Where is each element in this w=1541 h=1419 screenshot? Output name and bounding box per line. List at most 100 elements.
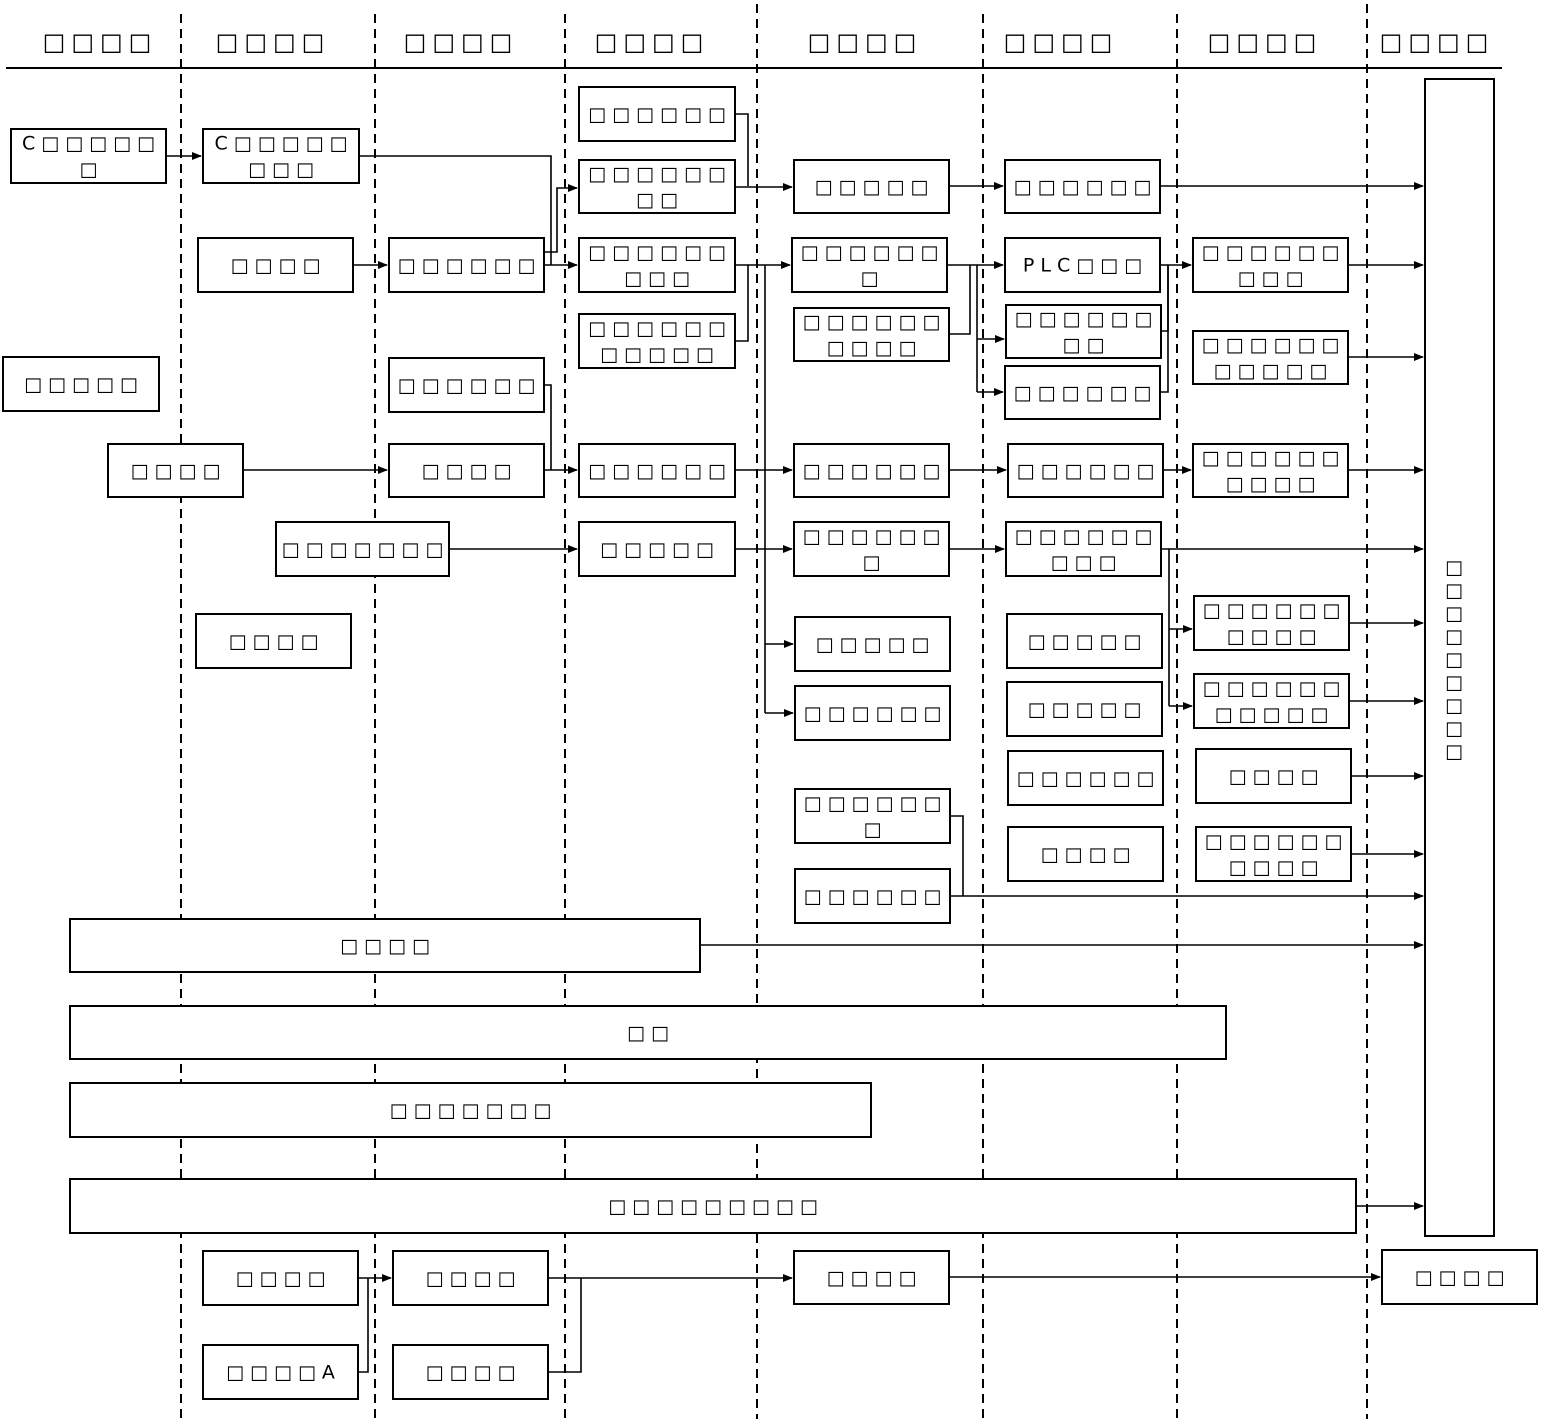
box-label: □□□□ [1229, 857, 1325, 879]
process-box-c4-a: □□□□□□ [578, 86, 736, 142]
box-frame [2, 356, 160, 412]
box-frame [791, 237, 948, 293]
connector-line [544, 384, 552, 470]
box-frame [578, 86, 736, 142]
box-label: □□ [636, 189, 684, 211]
box-frame [1424, 78, 1495, 1237]
process-box-c4-c: □□□□□□□□□ [578, 237, 736, 293]
process-box-c5-g: □□□□□□ [794, 685, 951, 741]
box-frame [1007, 826, 1164, 882]
process-box-c5-c: □□□□□□□□□□ [793, 307, 950, 362]
connector-line [949, 265, 971, 335]
process-box-c2-b: □□□□ [197, 237, 354, 293]
process-box-c1-a: C□□□□□ □ [10, 128, 167, 184]
column-header: □□□□ [1208, 28, 1323, 56]
box-frame [794, 616, 951, 672]
process-box-c6-f: □□□□□□□□□ [1005, 521, 1162, 577]
box-frame [1004, 365, 1161, 420]
box-label: □□□□ [422, 460, 518, 482]
process-box-c3-b: □□□□□□ [388, 357, 545, 413]
box-frame [1006, 681, 1163, 737]
box-label: □□□□□□ [803, 311, 947, 333]
process-box-c5-i: □□□□□□ [794, 868, 951, 924]
process-box-c3-d: □□□□ [392, 1250, 549, 1306]
box-label: □□□□□ [815, 176, 935, 198]
process-box-c7-c: □□□□□□□□□□ [1192, 443, 1349, 498]
process-box-c2-f: □□□□A [202, 1344, 359, 1400]
box-label: □□□□ [231, 255, 327, 277]
process-box-c7-d: □□□□□□□□□□ [1193, 595, 1350, 651]
process-box-w2: □□ [69, 1005, 1227, 1060]
box-label: □□□ [624, 268, 696, 290]
box-label: □ [80, 159, 104, 181]
column-header: □□□□ [43, 28, 158, 56]
box-frame [392, 1344, 549, 1400]
column-header: □□□□ [404, 28, 519, 56]
vertical-label-char: □ [1445, 718, 1469, 740]
box-frame [107, 443, 244, 498]
box-label: □□□□□□□ [282, 539, 450, 561]
box-frame [388, 443, 545, 498]
process-box-c3-a: □□□□□□ [388, 237, 545, 293]
box-label: □□□□ [827, 337, 923, 359]
box-label: □□□□A [226, 1362, 341, 1384]
box-label: □□ [1063, 334, 1111, 356]
process-box-c6-a: □□□□□□ [1004, 159, 1161, 214]
process-box-c2-c: □□□□□□□ [275, 521, 450, 577]
box-frame [69, 1005, 1227, 1060]
box-label: □□□□□ [600, 539, 720, 561]
box-label: □□□□□□ [1014, 176, 1158, 198]
vertical-label-char: □ [1445, 741, 1469, 763]
process-box-w3: □□□□□□□ [69, 1082, 872, 1138]
box-label: □□□ [248, 159, 320, 181]
connector-line [735, 113, 749, 186]
box-frame [202, 1250, 359, 1306]
process-box-c6-j: □□□□ [1007, 826, 1164, 882]
box-label: □□□□□□ [398, 375, 542, 397]
connector-arrow [544, 184, 578, 253]
box-label: □□□ [1238, 268, 1310, 290]
process-box-c5-f: □□□□□ [794, 616, 951, 672]
box-label: □□ [627, 1022, 675, 1044]
box-frame [197, 237, 354, 293]
vertical-label-char: □ [1445, 557, 1469, 579]
box-label: □□□□□□ [1202, 447, 1346, 469]
box-frame [1004, 159, 1161, 214]
box-label: □□□□□□ [1017, 460, 1161, 482]
box-label: □□□ [1051, 552, 1123, 574]
box-frame [392, 1250, 549, 1306]
connector-line [359, 155, 552, 265]
box-label: □□□□□□ [588, 460, 732, 482]
box-label: □□□□ [236, 1268, 332, 1290]
box-label: □□□□□ [600, 344, 720, 366]
box-frame [1005, 521, 1162, 577]
box-label: □□□□□□ [1203, 600, 1347, 622]
box-frame [793, 1250, 950, 1305]
process-box-c1-c: □□□□ [107, 443, 244, 498]
process-box-c4-d: □□□□□□□□□□□ [578, 313, 736, 369]
box-label: □□□□□ [1028, 631, 1148, 653]
vertical-label-char: □ [1445, 672, 1469, 694]
box-frame [578, 313, 736, 369]
vertical-label-char: □ [1445, 649, 1469, 671]
box-frame [1193, 595, 1350, 651]
process-box-c1-b: □□□□□ [2, 356, 160, 412]
process-box-c8-b: □□□□ [1381, 1249, 1538, 1305]
box-frame [10, 128, 167, 184]
box-label: □□□□□□ [1202, 334, 1346, 356]
connector-line [950, 815, 964, 896]
box-frame [578, 521, 736, 577]
box-label: □□□□□ [816, 634, 936, 656]
box-label: □□□□□□□□□ [608, 1196, 824, 1218]
box-label: □□□□□□ [801, 242, 945, 264]
process-box-c6-i: □□□□□□ [1007, 750, 1164, 806]
box-frame [195, 613, 352, 669]
box-label: □□□□□□ [588, 104, 732, 126]
process-box-c2-e: □□□□ [202, 1250, 359, 1306]
box-frame [578, 443, 736, 498]
box-label: C□□□□□ [22, 133, 161, 155]
box-frame [1005, 304, 1162, 359]
box-label: □□□□□ [1215, 704, 1335, 726]
box-frame [69, 1178, 1357, 1234]
